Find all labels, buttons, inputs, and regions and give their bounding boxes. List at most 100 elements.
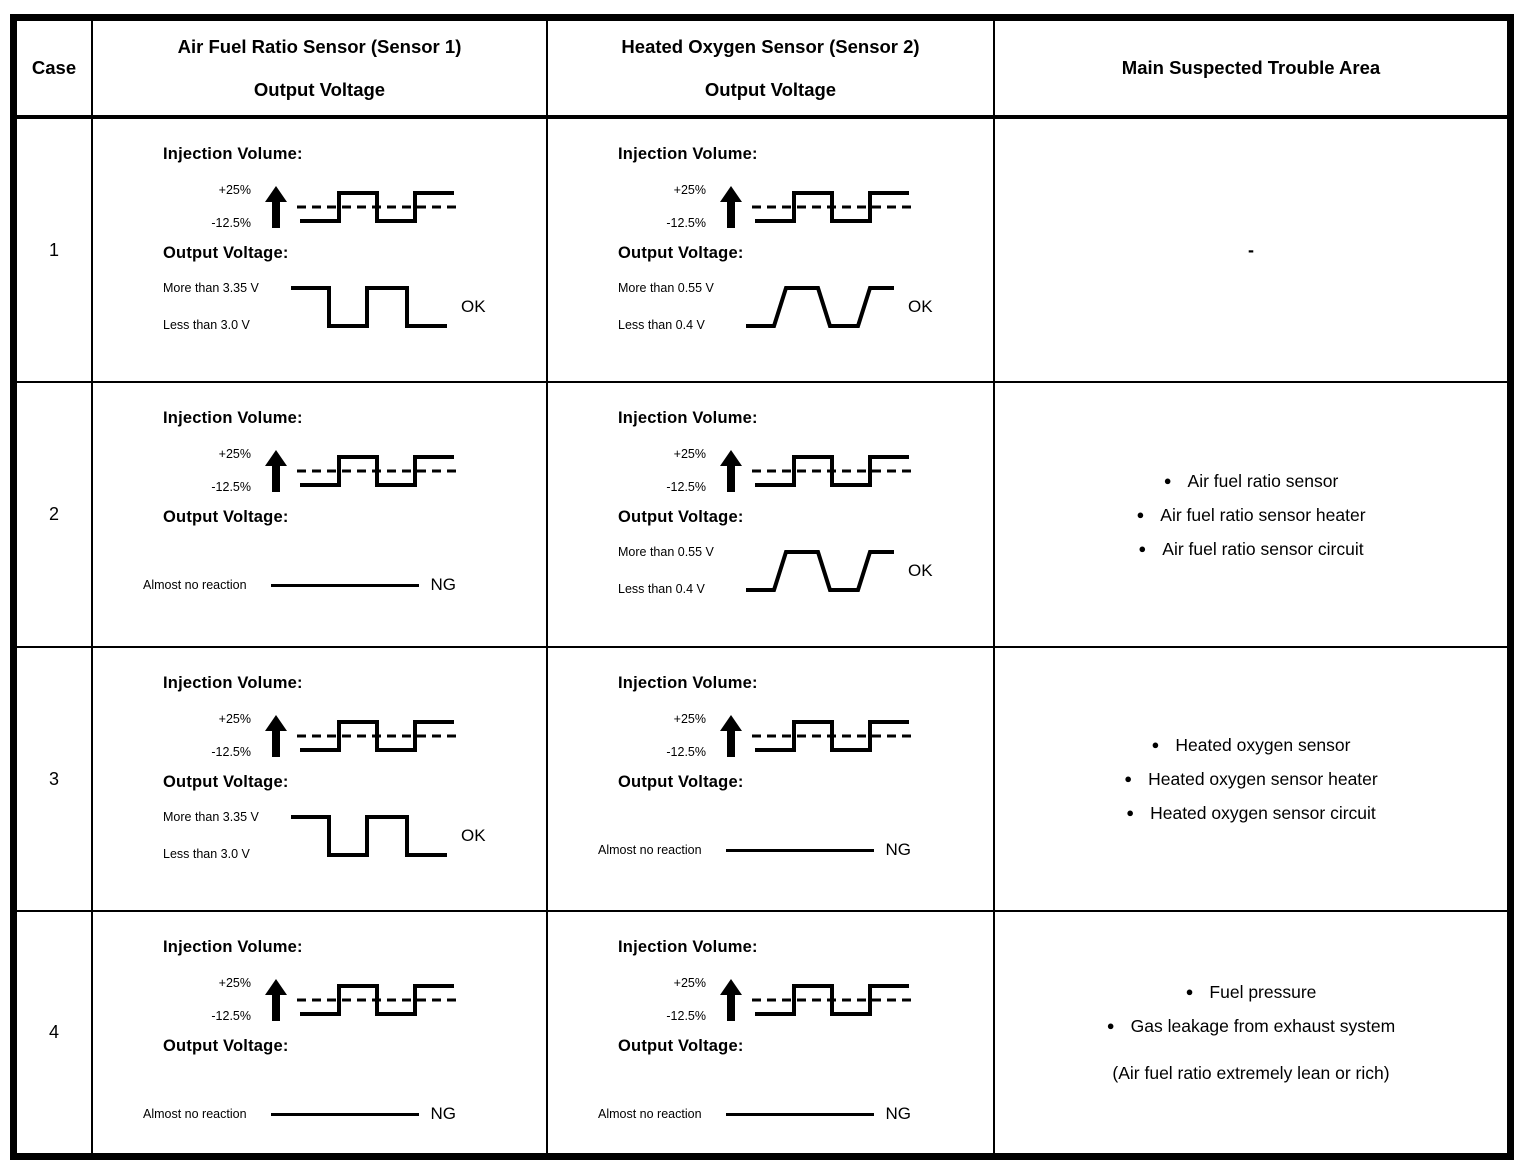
case-2-sensor1-cell: Injection Volume: +25% -12.5% Output Vol… bbox=[93, 383, 548, 648]
header-sensor1: Air Fuel Ratio Sensor (Sensor 1) Output … bbox=[93, 21, 548, 119]
result-label: OK bbox=[908, 561, 933, 580]
case-1-number-cell: 1 bbox=[17, 119, 93, 383]
trouble-item: Heated oxygen sensor bbox=[1152, 734, 1351, 756]
diagnostic-table: Case Air Fuel Ratio Sensor (Sensor 1) Ou… bbox=[10, 14, 1514, 1160]
output-voltage-diagram: Almost no reaction NG bbox=[598, 822, 993, 878]
case-4-trouble-cell: Fuel pressure Gas leakage from exhaust s… bbox=[995, 912, 1507, 1153]
trouble-item: Fuel pressure bbox=[1186, 981, 1316, 1003]
case-4-number-cell: 4 bbox=[17, 912, 93, 1153]
injection-scale-labels: +25% -12.5% bbox=[163, 976, 251, 1023]
injection-waveform bbox=[297, 455, 459, 487]
case-3-sensor1-cell: Injection Volume: +25% -12.5% Output Vol… bbox=[93, 648, 548, 912]
trouble-item: Air fuel ratio sensor heater bbox=[1136, 504, 1365, 526]
lower-threshold-label: Less than 0.4 V bbox=[618, 581, 705, 596]
output-voltage-diagram: More than 0.55 V Less than 0.4 V OK bbox=[618, 279, 993, 335]
header-sensor2-title: Heated Oxygen Sensor (Sensor 2) bbox=[621, 36, 920, 57]
output-voltage-diagram: More than 0.55 V Less than 0.4 V OK bbox=[618, 543, 993, 599]
minus-pct-label: -12.5% bbox=[211, 1008, 251, 1023]
output-voltage-heading: Output Voltage: bbox=[618, 244, 744, 262]
trouble-item-text: Air fuel ratio sensor bbox=[1187, 470, 1339, 491]
threshold-labels: More than 3.35 V Less than 3.0 V bbox=[163, 810, 289, 861]
arrow-up-icon bbox=[265, 186, 287, 228]
flat-line bbox=[725, 1112, 874, 1116]
injection-scale-labels: +25% -12.5% bbox=[163, 183, 251, 230]
arrow-up-icon bbox=[720, 450, 742, 492]
bullet-icon bbox=[1124, 768, 1148, 790]
arrow-up-icon bbox=[720, 979, 742, 1021]
no-trouble-dash: - bbox=[1248, 239, 1254, 260]
injection-volume-heading: Injection Volume: bbox=[618, 938, 758, 956]
output-waveform-trapezoid bbox=[746, 550, 894, 592]
case-2-trouble-cell: Air fuel ratio sensor Air fuel ratio sen… bbox=[995, 383, 1507, 648]
header-sensor2-subtitle: Output Voltage bbox=[704, 79, 837, 100]
injection-scale-labels: +25% -12.5% bbox=[618, 976, 706, 1023]
minus-pct-label: -12.5% bbox=[666, 215, 706, 230]
bullet-icon bbox=[1138, 538, 1162, 560]
trouble-item: Heated oxygen sensor circuit bbox=[1126, 802, 1376, 824]
bullet-icon bbox=[1126, 802, 1150, 824]
injection-volume-diagram: +25% -12.5% bbox=[618, 975, 993, 1025]
case-2-sensor2-cell: Injection Volume: +25% -12.5% Output Vol… bbox=[548, 383, 995, 648]
plus-pct-label: +25% bbox=[218, 447, 251, 461]
case-number: 1 bbox=[48, 239, 59, 260]
trouble-item-text: Gas leakage from exhaust system bbox=[1130, 1016, 1396, 1036]
output-voltage-heading: Output Voltage: bbox=[163, 244, 289, 262]
upper-threshold-label: More than 0.55 V bbox=[618, 545, 714, 559]
output-voltage-heading: Output Voltage: bbox=[618, 508, 744, 526]
result-label: NG bbox=[885, 840, 912, 859]
injection-waveform bbox=[752, 984, 914, 1016]
injection-scale-labels: +25% -12.5% bbox=[618, 183, 706, 230]
injection-waveform bbox=[297, 720, 459, 752]
output-voltage-diagram: Almost no reaction NG bbox=[143, 557, 546, 613]
injection-volume-heading: Injection Volume: bbox=[618, 409, 758, 427]
injection-waveform bbox=[297, 191, 459, 223]
injection-waveform bbox=[297, 984, 459, 1016]
output-voltage-diagram: More than 3.35 V Less than 3.0 V OK bbox=[163, 279, 546, 335]
injection-volume-heading: Injection Volume: bbox=[163, 938, 303, 956]
output-voltage-heading: Output Voltage: bbox=[163, 1037, 289, 1055]
injection-volume-diagram: +25% -12.5% bbox=[618, 446, 993, 496]
threshold-labels: More than 3.35 V Less than 3.0 V bbox=[163, 281, 289, 332]
trouble-item-text: Heated oxygen sensor bbox=[1175, 735, 1351, 755]
trouble-item: Gas leakage from exhaust system bbox=[1107, 1015, 1396, 1037]
injection-volume-heading: Injection Volume: bbox=[163, 674, 303, 692]
arrow-up-icon bbox=[720, 186, 742, 228]
output-voltage-heading: Output Voltage: bbox=[618, 1037, 744, 1055]
output-waveform-trapezoid bbox=[746, 286, 894, 328]
injection-waveform bbox=[752, 191, 914, 223]
trouble-item-text: Heated oxygen sensor circuit bbox=[1150, 803, 1376, 823]
output-voltage-diagram: Almost no reaction NG bbox=[143, 1086, 546, 1142]
injection-volume-diagram: +25% -12.5% bbox=[163, 446, 546, 496]
case-4-sensor1-cell: Injection Volume: +25% -12.5% Output Vol… bbox=[93, 912, 548, 1153]
case-number: 2 bbox=[48, 504, 59, 524]
trouble-item: Air fuel ratio sensor bbox=[1164, 470, 1339, 492]
case-3-number-cell: 3 bbox=[17, 648, 93, 912]
output-waveform-square bbox=[291, 815, 447, 857]
plus-pct-label: +25% bbox=[673, 183, 706, 197]
injection-volume-heading: Injection Volume: bbox=[163, 409, 303, 427]
case-1-trouble-cell: - bbox=[995, 119, 1507, 383]
injection-volume-diagram: +25% -12.5% bbox=[618, 711, 993, 761]
lower-threshold-label: Less than 3.0 V bbox=[163, 317, 250, 332]
minus-pct-label: -12.5% bbox=[666, 479, 706, 494]
bullet-icon bbox=[1107, 1015, 1131, 1037]
case-number: 4 bbox=[48, 1022, 59, 1042]
header-trouble: Main Suspected Trouble Area bbox=[995, 21, 1507, 119]
lower-threshold-label: Less than 3.0 V bbox=[163, 846, 250, 861]
plus-pct-label: +25% bbox=[218, 712, 251, 726]
plus-pct-label: +25% bbox=[673, 447, 706, 461]
output-voltage-diagram: Almost no reaction NG bbox=[598, 1086, 993, 1142]
minus-pct-label: -12.5% bbox=[211, 744, 251, 759]
case-4-sensor2-cell: Injection Volume: +25% -12.5% Output Vol… bbox=[548, 912, 995, 1153]
injection-scale-labels: +25% -12.5% bbox=[163, 712, 251, 759]
result-label: NG bbox=[885, 1104, 912, 1123]
case-number: 3 bbox=[48, 768, 59, 789]
header-sensor1-title: Air Fuel Ratio Sensor (Sensor 1) bbox=[177, 36, 462, 57]
upper-threshold-label: More than 3.35 V bbox=[163, 810, 259, 824]
injection-volume-heading: Injection Volume: bbox=[618, 145, 758, 163]
injection-scale-labels: +25% -12.5% bbox=[618, 712, 706, 759]
plus-pct-label: +25% bbox=[218, 976, 251, 990]
header-trouble-label: Main Suspected Trouble Area bbox=[1121, 57, 1381, 78]
flat-line bbox=[725, 848, 874, 852]
